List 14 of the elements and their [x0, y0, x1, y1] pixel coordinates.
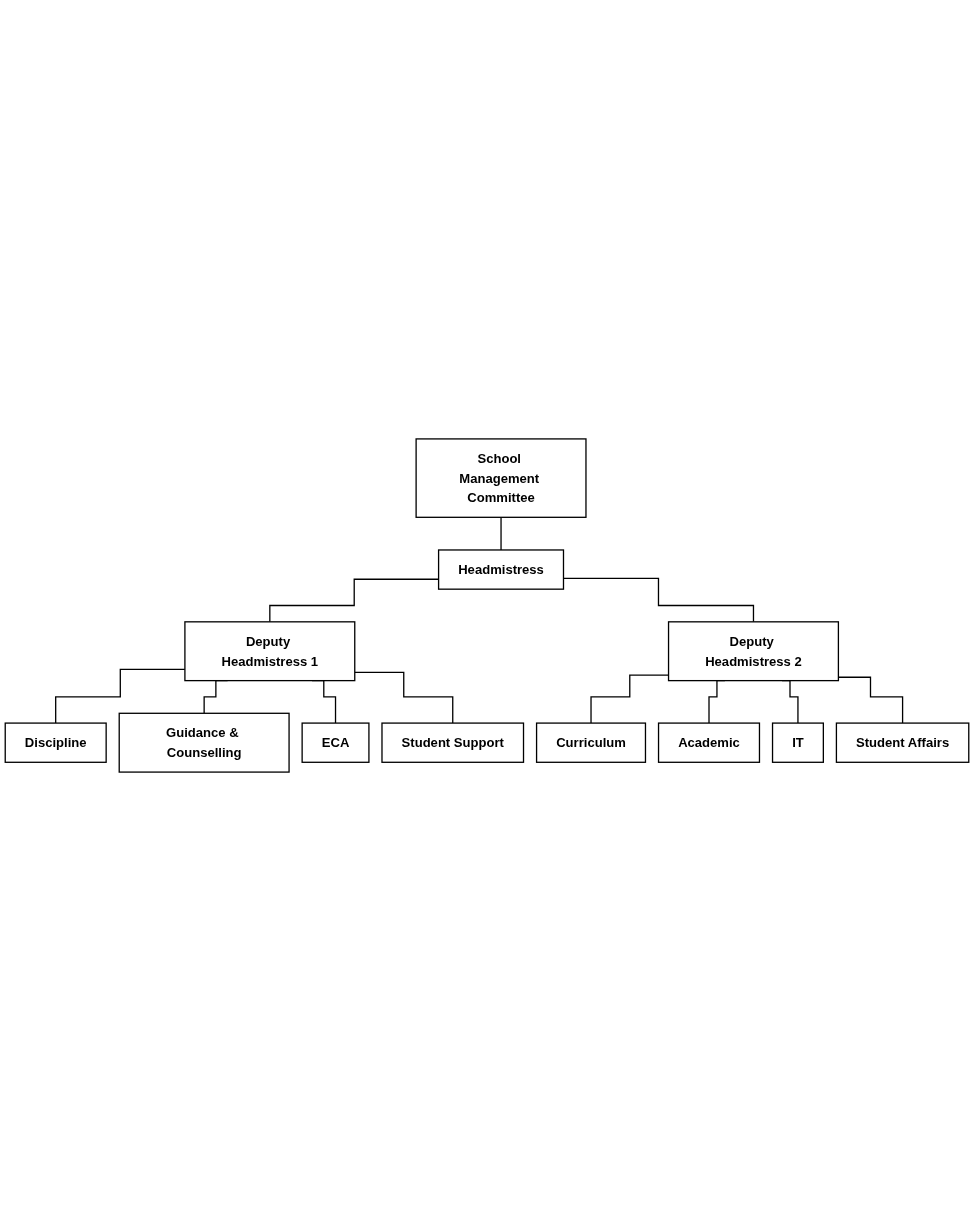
node-box: IT — [771, 722, 824, 763]
connector — [500, 516, 502, 551]
node-box: Headmistress — [437, 549, 565, 590]
node-box: Curriculum — [535, 722, 647, 763]
node-box: School Management Committee — [415, 438, 587, 518]
node-box: Deputy Headmistress 1 — [184, 621, 356, 682]
node-box: Student Support — [381, 722, 525, 763]
node-box: Deputy Headmistress 2 — [667, 621, 840, 682]
node-box: Guidance & Counselling — [118, 712, 290, 773]
node-box: ECA — [301, 722, 370, 763]
connector — [354, 671, 454, 724]
node-box: Academic — [657, 722, 761, 763]
node-box: Student Affairs — [835, 722, 970, 763]
node-box: Discipline — [4, 722, 107, 763]
